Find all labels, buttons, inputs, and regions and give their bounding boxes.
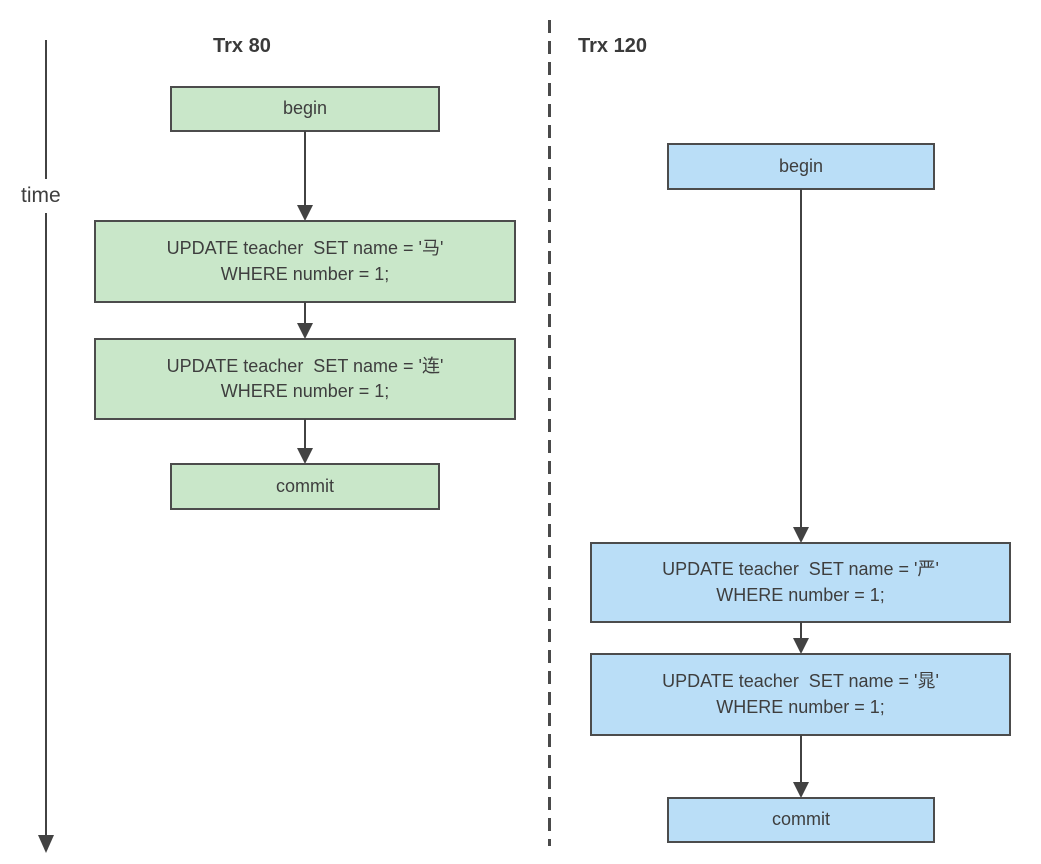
trx80-title: Trx 80 (213, 35, 271, 57)
flow-arrow (297, 302, 313, 339)
flow-arrow (297, 131, 313, 221)
trx120-title: Trx 120 (578, 35, 647, 57)
time-axis-label: time (20, 179, 62, 213)
trx80-update2-box: UPDATE teacher SET name = '连' WHERE numb… (94, 338, 516, 420)
flow-arrow (793, 189, 809, 543)
trx80-begin-box: begin (170, 86, 440, 132)
trx120-update1-box: UPDATE teacher SET name = '严' WHERE numb… (590, 542, 1011, 623)
trx80-commit-box: commit (170, 463, 440, 510)
time-axis-line (45, 40, 47, 838)
arrow-down-icon (38, 835, 54, 853)
arrow-line (800, 622, 802, 638)
arrow-line (304, 302, 306, 323)
arrow-down-icon (793, 782, 809, 798)
arrow-line (800, 735, 802, 782)
trx120-update2-box: UPDATE teacher SET name = '晁' WHERE numb… (590, 653, 1011, 736)
arrow-line (304, 131, 306, 205)
arrow-line (304, 419, 306, 448)
arrow-down-icon (297, 205, 313, 221)
arrow-down-icon (793, 527, 809, 543)
flow-arrow (297, 419, 313, 464)
arrow-line (800, 189, 802, 527)
arrow-down-icon (297, 448, 313, 464)
trx80-update1-box: UPDATE teacher SET name = '马' WHERE numb… (94, 220, 516, 303)
flow-arrow (793, 622, 809, 654)
flow-arrow (793, 735, 809, 798)
trx120-begin-box: begin (667, 143, 935, 190)
trx120-commit-box: commit (667, 797, 935, 843)
arrow-down-icon (793, 638, 809, 654)
arrow-down-icon (297, 323, 313, 339)
column-divider (548, 20, 551, 846)
